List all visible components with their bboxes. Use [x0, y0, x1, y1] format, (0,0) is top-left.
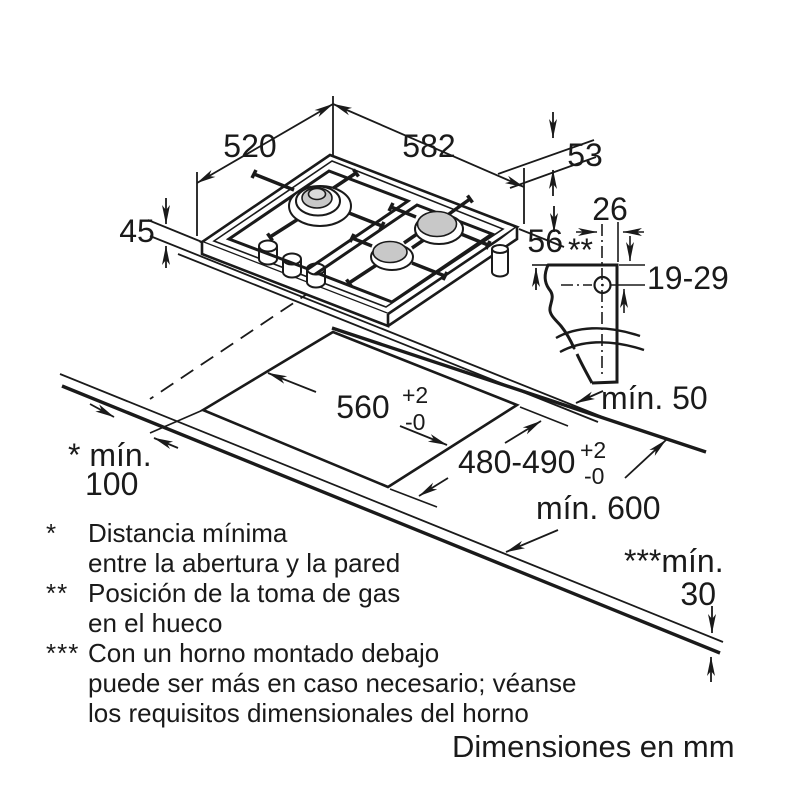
- footnote-marker: ***: [46, 638, 80, 668]
- break-line: [555, 327, 641, 340]
- hob-side-body: [200, 227, 519, 328]
- min-100-label-line2: 100: [85, 466, 138, 502]
- worktop: [59, 326, 724, 655]
- footnote-gas-position: ** Posición de la toma de gas en el huec…: [46, 578, 666, 638]
- hob-foot: [491, 244, 509, 278]
- break-line: [559, 341, 645, 354]
- footnote-marker: **: [46, 578, 69, 608]
- dimension-520-line: [196, 103, 334, 184]
- footnote-oven-below: *** Con un horno montado debajo puede se…: [46, 638, 666, 728]
- footnote-text: Posición de la toma de gas en el hueco: [88, 578, 666, 638]
- cutout-depth-label: 480-490: [458, 444, 575, 480]
- footnote-text: Con un horno montado debajo puede ser má…: [88, 638, 666, 728]
- footnotes: * Distancia mínima entre la abertura y l…: [46, 518, 666, 728]
- dimension-520-label: 520: [223, 128, 276, 164]
- worktop-back-edge: [331, 326, 707, 454]
- dimension-26-label: 26: [592, 191, 628, 227]
- min-50-arrow: [575, 390, 604, 404]
- units-note: Dimensiones en mm: [452, 729, 735, 764]
- dimension-45: [147, 198, 203, 268]
- footnote-wall-distance: * Distancia mínima entre la abertura y l…: [46, 518, 666, 578]
- footnote-line: en el hueco: [88, 608, 223, 638]
- dimension-56-label: 56: [527, 223, 563, 259]
- dimension-53: [497, 112, 597, 196]
- bracket-broken-edge: [543, 263, 576, 350]
- footnote-line: Con un horno montado debajo: [88, 638, 440, 668]
- footnote-line: puede ser más en caso necesario; véanse: [88, 668, 577, 698]
- dimension-53-label: 53: [567, 137, 603, 173]
- burner-medium: [414, 210, 464, 245]
- cutout-width-tol-sub: -0: [405, 409, 425, 435]
- dimension-45-label: 45: [119, 213, 155, 249]
- min-100-label-line1: * mín.: [68, 437, 152, 473]
- gas-footnote-marker: **: [568, 232, 593, 268]
- burner-large: [288, 185, 352, 227]
- hob: [199, 153, 520, 328]
- footnote-text: Distancia mínima entre la abertura y la …: [88, 518, 666, 578]
- cutout-width-label: 560: [336, 389, 389, 425]
- footnote-line: entre la abertura y la pared: [88, 548, 401, 578]
- min-30-label-line2: 30: [680, 576, 716, 612]
- gas-connection-detail: [532, 224, 645, 385]
- worktop-front-top-edge: [59, 373, 724, 643]
- dimension-19-29: [611, 236, 645, 313]
- pan-support-left: [225, 169, 412, 271]
- dimension-56: [518, 206, 565, 290]
- min-30-label-line1: ***mín.: [624, 543, 724, 579]
- dimension-480-490: [418, 420, 542, 497]
- dimension-min-600: [505, 439, 667, 553]
- burner-small: [370, 240, 414, 271]
- pan-support-right: [313, 203, 496, 304]
- cutout-depth-tol-sup: +2: [580, 437, 606, 463]
- footnote-line: Distancia mínima: [88, 518, 288, 548]
- cutout-depth-tol-sub: -0: [584, 463, 604, 489]
- projection-dashed-line: [149, 289, 314, 400]
- dimension-19-29-label: 19-29: [647, 260, 729, 296]
- dimension-min-100: [89, 403, 179, 449]
- min-600-label: mín. 600: [536, 490, 661, 526]
- dimension-26: [576, 222, 644, 262]
- cutout-width-tol-sup: +2: [402, 382, 428, 408]
- footnote-marker: *: [46, 518, 58, 548]
- min-50-label: mín. 50: [601, 380, 708, 416]
- footnote-line: Posición de la toma de gas: [88, 578, 401, 608]
- dimension-582-label: 582: [402, 128, 455, 164]
- dimension-min-30: [707, 606, 716, 682]
- worktop-front-bottom-edge: [61, 384, 721, 655]
- footnote-line: los requisitos dimensionales del horno: [88, 698, 529, 728]
- worktop-cutout: [149, 330, 569, 508]
- dimension-lines-top: [196, 96, 525, 236]
- dimension-560: [267, 372, 448, 446]
- dimension-582-line: [332, 103, 525, 188]
- hob-inner-rim: [212, 160, 505, 308]
